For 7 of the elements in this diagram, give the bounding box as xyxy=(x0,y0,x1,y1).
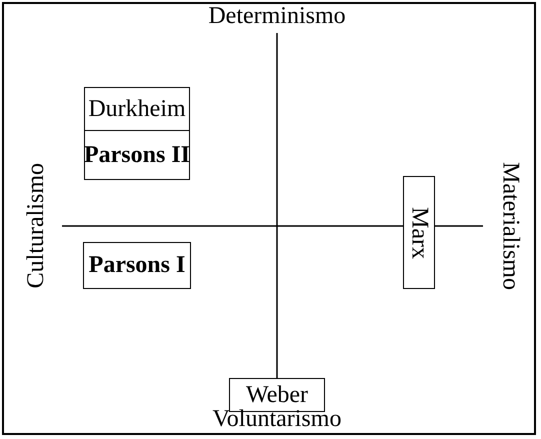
author-box: Parsons II xyxy=(84,130,190,180)
author-box: Durkheim xyxy=(84,87,190,131)
axis-label: Materialismo xyxy=(496,162,524,290)
axis-label: Determinismo xyxy=(208,2,346,30)
author-box: Parsons I xyxy=(83,242,191,289)
author-box: Marx xyxy=(403,176,435,289)
axis-label: Culturalismo xyxy=(22,163,50,289)
